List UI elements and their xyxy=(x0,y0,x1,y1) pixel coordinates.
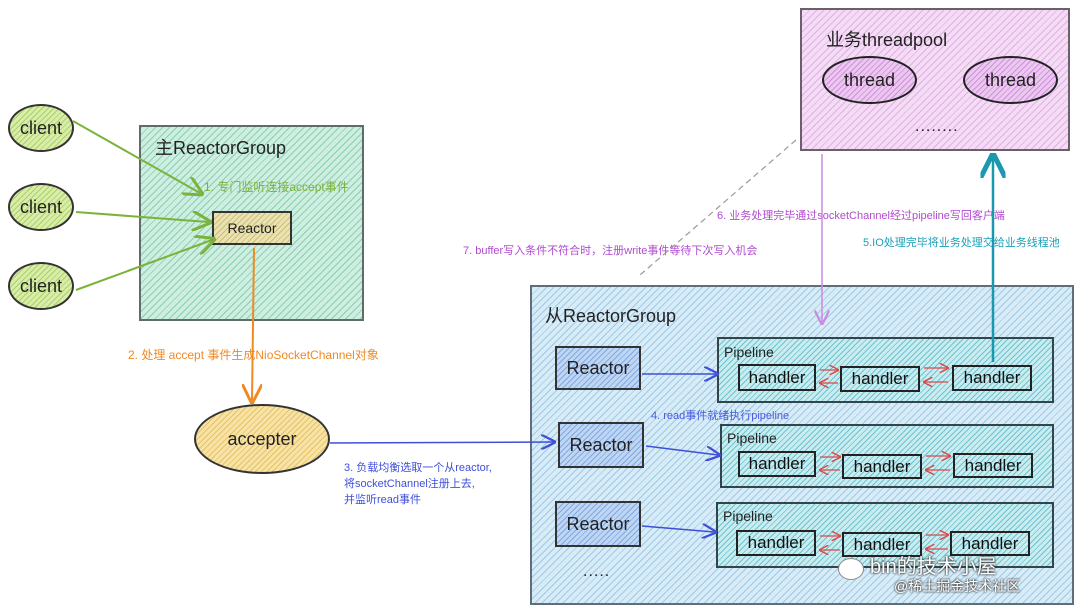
handler-1-2-label: handler xyxy=(851,369,909,388)
sub-reactor-3-label: Reactor xyxy=(566,513,630,534)
accepter-node: accepter xyxy=(194,404,330,474)
step1-annotation: 1. 专门监听连接accept事件 xyxy=(204,180,349,194)
sub-reactor-2-label: Reactor xyxy=(569,434,633,455)
step3-annotation: 3. 负载均衡选取一个从reactor, 将socketChannel注册上去,… xyxy=(344,460,492,508)
pipeline-3-label: Pipeline xyxy=(723,508,773,524)
sub-reactor-3: Reactor xyxy=(555,501,641,547)
pipeline-1-label: Pipeline xyxy=(724,344,774,360)
main-reactor: Reactor xyxy=(212,211,292,245)
step4-annotation: 4. read事件就绪执行pipeline xyxy=(651,410,790,422)
sub-reactor-group-title: 从ReactorGroup xyxy=(545,306,677,326)
pipeline-3 xyxy=(716,502,1054,568)
sub-reactor-dots: ..... xyxy=(583,563,611,580)
handler-2-3-label: handler xyxy=(964,455,1022,475)
handler-2-3: handler xyxy=(953,453,1033,478)
thread-1: thread xyxy=(822,56,917,104)
handler-3-1: handler xyxy=(736,530,816,556)
sub-reactor-1-label: Reactor xyxy=(566,357,630,378)
handler-3-3: handler xyxy=(950,531,1030,556)
watermark-line1: bin的技术小屋 xyxy=(870,556,997,578)
pipeline-1 xyxy=(717,337,1054,403)
thread-1-label: thread xyxy=(843,69,896,90)
client-2: client xyxy=(8,183,74,231)
sub-reactor-2: Reactor xyxy=(558,422,644,468)
step2-annotation: 2. 处理 accept 事件生成NioSocketChannel对象 xyxy=(128,348,379,362)
handler-1-2: handler xyxy=(840,366,920,392)
client-1-label: client xyxy=(19,117,63,138)
step3-line3: 并监听read事件 xyxy=(344,494,422,506)
watermark-line2: @稀土掘金技术社区 xyxy=(894,578,1021,594)
step3-line1: 3. 负载均衡选取一个从reactor, xyxy=(344,462,492,474)
client-3-label: client xyxy=(19,275,63,296)
main-reactor-group-title: 主ReactorGroup xyxy=(155,138,287,158)
main-reactor-label: Reactor xyxy=(227,220,277,236)
threadpool-dots: ........ xyxy=(915,118,959,135)
step3-line2: 将socketChannel注册上去, xyxy=(344,478,475,490)
pipeline-2-label: Pipeline xyxy=(727,430,777,446)
handler-1-1-label: handler xyxy=(748,367,806,387)
handler-2-1: handler xyxy=(738,451,816,477)
thread-2: thread xyxy=(963,56,1058,104)
sub-reactor-1: Reactor xyxy=(555,346,641,390)
arrow-accepter-subreactor xyxy=(329,442,553,443)
handler-3-2-label: handler xyxy=(853,534,911,554)
handler-2-2-label: handler xyxy=(853,456,911,476)
handler-3-2: handler xyxy=(842,532,922,557)
threadpool-title: 业务threadpool xyxy=(826,30,948,50)
client-1: client xyxy=(8,104,74,152)
handler-3-3-label: handler xyxy=(961,533,1019,553)
thread-2-label: thread xyxy=(984,69,1037,90)
step6-annotation: 6. 业务处理完毕通过socketChannel经过pipeline写回客户端 xyxy=(717,210,1005,222)
handler-1-3: handler xyxy=(952,365,1032,391)
step7-annotation: 7. buffer写入条件不符合时，注册write事件等待下次写入机会 xyxy=(463,245,758,257)
wechat-icon xyxy=(838,558,864,580)
client-2-label: client xyxy=(19,196,63,217)
handler-3-1-label: handler xyxy=(747,533,805,552)
step5-annotation: 5.IO处理完毕将业务处理交给业务线程池 xyxy=(863,237,1060,249)
accepter-label: accepter xyxy=(227,428,297,449)
handler-1-1: handler xyxy=(738,364,816,391)
handler-2-1-label: handler xyxy=(748,454,806,473)
handler-2-2: handler xyxy=(842,454,922,479)
handler-1-3-label: handler xyxy=(963,368,1021,387)
client-3: client xyxy=(8,262,74,310)
